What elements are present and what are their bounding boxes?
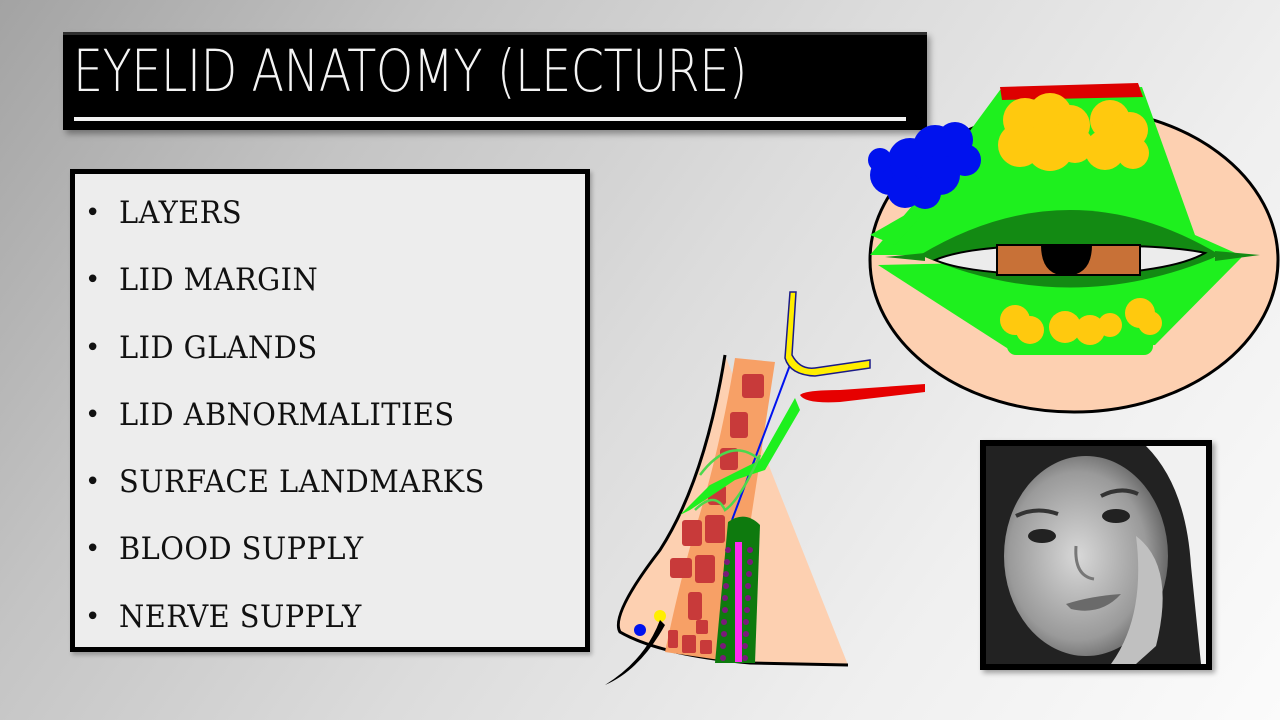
bullet-icon: • [85,332,101,363]
presenter-photo [980,440,1212,670]
bullet-icon: • [85,399,101,430]
topic-label: LID ABNORMALITIES [119,396,455,433]
front-eyelid-diagram [868,83,1280,414]
list-item: • NERVE SUPPLY [85,597,512,664]
list-item: • LID ABNORMALITIES [85,395,512,462]
topic-list-box: • LAYERS • LID MARGIN • LID GLANDS • LID ABN… [70,169,590,652]
list-item: • SURFACE LANDMARKS [85,462,512,529]
title-underline [74,117,906,121]
cross-section-diagram [605,291,925,685]
bullet-icon: • [85,467,101,498]
topic-label: LID GLANDS [119,329,318,366]
topic-label: SURFACE LANDMARKS [119,464,485,501]
topic-label: NERVE SUPPLY [119,598,362,635]
bullet-icon: • [85,265,101,296]
topic-label: LAYERS [119,195,243,231]
list-item: • BLOOD SUPPLY [85,529,512,596]
topic-list: • LAYERS • LID MARGIN • LID GLANDS • LID ABN… [85,193,512,664]
topic-label: LID MARGIN [119,262,319,299]
page-title: EYELID ANATOMY (LECTURE) [73,37,748,105]
list-item: • LID MARGIN [85,260,512,327]
topic-label: BLOOD SUPPLY [119,531,364,568]
presenter-portrait-image [986,446,1206,664]
bullet-icon: • [85,601,101,632]
list-item: • LID GLANDS [85,328,512,395]
title-banner: EYELID ANATOMY (LECTURE) [63,32,927,130]
list-item: • LAYERS [85,193,512,260]
bullet-icon: • [85,534,101,565]
bullet-icon: • [85,198,101,228]
